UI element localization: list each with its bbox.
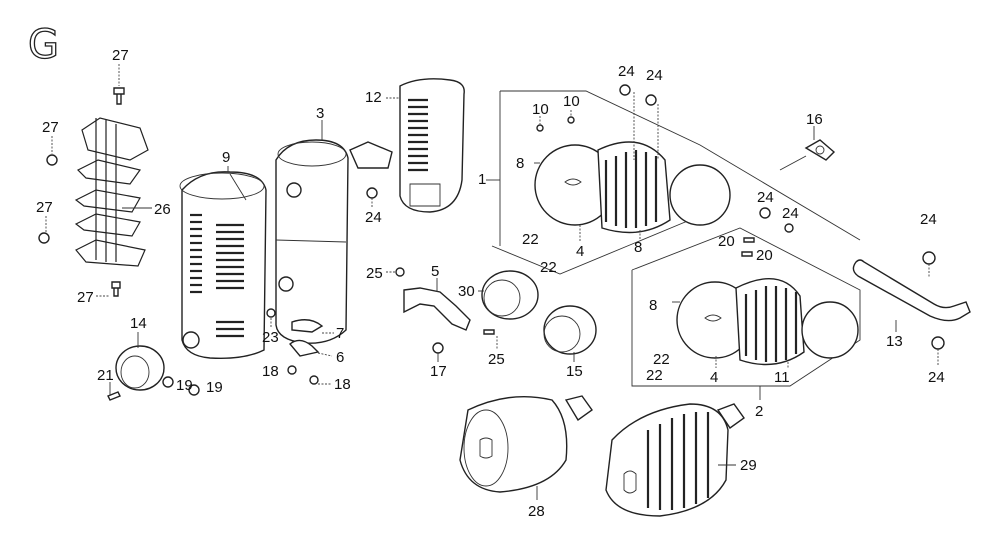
- label-part-20: 20: [718, 233, 735, 250]
- label-part-2: 2: [755, 403, 763, 420]
- part-9-muffler-protector: [179, 171, 267, 360]
- section-letter: G: [28, 22, 59, 68]
- label-part-24: 24: [782, 205, 799, 222]
- label-part-25: 25: [488, 351, 505, 368]
- label-part-3: 3: [316, 105, 324, 122]
- label-part-24: 24: [365, 209, 382, 226]
- part-8-element-upper: [597, 141, 731, 234]
- label-part-23: 23: [262, 329, 279, 346]
- label-part-9: 9: [222, 149, 230, 166]
- label-part-24: 24: [757, 189, 774, 206]
- label-part-27: 27: [112, 47, 129, 64]
- part-8-element-lower: [735, 278, 859, 366]
- assembly-1-outline: [486, 90, 861, 275]
- part-12-heat-shield: [399, 78, 465, 213]
- label-part-11: 11: [774, 369, 790, 386]
- label-part-15: 15: [566, 363, 583, 380]
- part-20-screws: [741, 237, 755, 257]
- label-part-27: 27: [77, 289, 94, 306]
- part-labels: 27 27 27 27 26 9 3 12 24 1 10 10 24 24 8…: [36, 47, 945, 520]
- label-part-13: 13: [886, 333, 903, 350]
- label-part-19: 19: [206, 379, 223, 396]
- part-27-bolts: [38, 87, 125, 297]
- part-15-cap: [543, 305, 597, 355]
- label-part-27: 27: [36, 199, 53, 216]
- label-part-8: 8: [516, 155, 524, 172]
- label-part-29: 29: [740, 457, 757, 474]
- label-part-7: 7: [336, 325, 344, 342]
- label-part-10: 10: [532, 101, 549, 118]
- part-16-gasket: [804, 139, 836, 161]
- label-part-4: 4: [576, 243, 584, 260]
- label-part-25: 25: [366, 265, 383, 282]
- part-30-cap: [481, 270, 539, 320]
- label-part-10: 10: [563, 93, 580, 110]
- label-part-24: 24: [928, 369, 945, 386]
- label-part-22: 22: [646, 367, 663, 384]
- label-part-19: 19: [176, 377, 193, 394]
- label-part-12: 12: [365, 89, 382, 106]
- label-part-4: 4: [710, 369, 718, 386]
- label-part-22: 22: [522, 231, 539, 248]
- assembly-2-outline: [631, 227, 861, 400]
- label-part-18: 18: [262, 363, 279, 380]
- label-part-1: 1: [478, 171, 486, 188]
- part-14-cap: [115, 345, 165, 391]
- label-part-24: 24: [618, 63, 635, 80]
- part-3-muffler: [275, 139, 393, 344]
- label-part-26: 26: [154, 201, 171, 218]
- label-part-21: 21: [97, 367, 114, 384]
- label-part-16: 16: [806, 111, 823, 128]
- label-part-22: 22: [653, 351, 670, 368]
- label-part-17: 17: [430, 363, 447, 380]
- label-part-22: 22: [540, 259, 557, 276]
- part-28-muffler-assembly: [459, 395, 593, 493]
- label-part-27: 27: [42, 119, 59, 136]
- label-part-28: 28: [528, 503, 545, 520]
- part-26-wire-guard: [74, 117, 149, 267]
- label-part-8: 8: [634, 239, 642, 256]
- label-part-30: 30: [458, 283, 475, 300]
- label-part-24: 24: [920, 211, 937, 228]
- part-5-bracket: [403, 287, 471, 331]
- label-part-5: 5: [431, 263, 439, 280]
- label-part-8: 8: [649, 297, 657, 314]
- part-29-muffler-assembly: [605, 403, 745, 517]
- label-part-14: 14: [130, 315, 147, 332]
- part-13-exhaust-pipe: [852, 259, 971, 322]
- label-part-24: 24: [646, 67, 663, 84]
- label-part-6: 6: [336, 349, 344, 366]
- label-part-18: 18: [334, 376, 351, 393]
- label-part-20: 20: [756, 247, 773, 264]
